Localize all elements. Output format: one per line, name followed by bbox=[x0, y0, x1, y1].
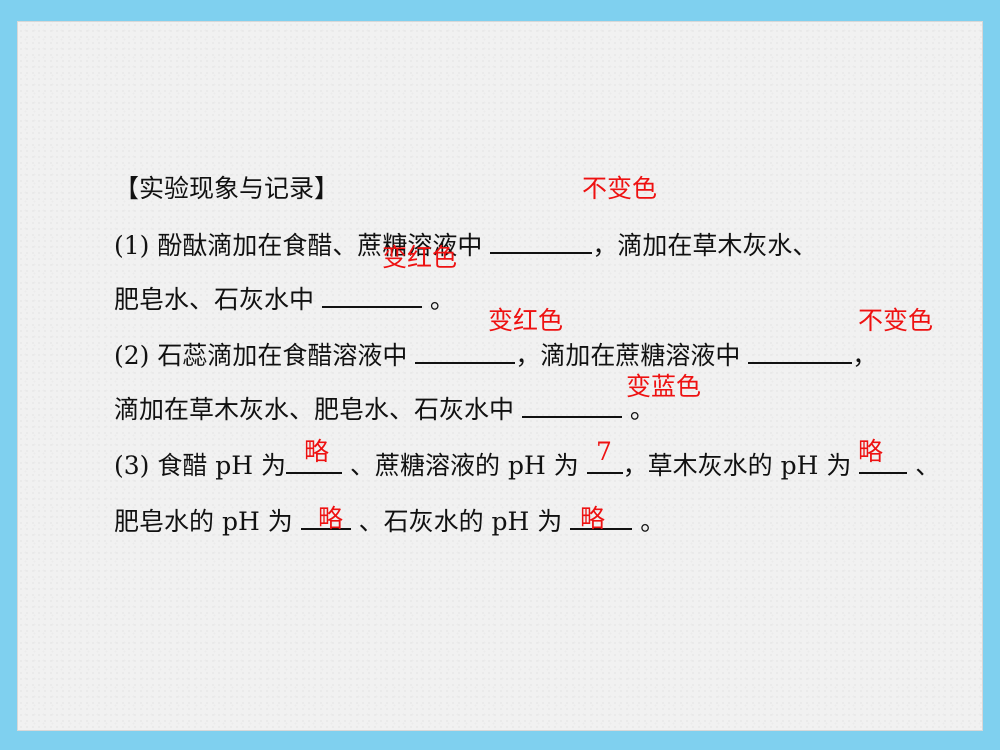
line-2-part-b: 。 bbox=[429, 285, 455, 314]
blank-10 bbox=[570, 506, 633, 530]
answer-9: 略 bbox=[318, 504, 344, 533]
line-5-part-a: (3) 食醋 pH 为 bbox=[114, 451, 287, 480]
line-4-part-a: 滴加在草木灰水、肥皂水、石灰水中 bbox=[114, 395, 515, 424]
blank-9 bbox=[300, 506, 351, 530]
slide bbox=[18, 22, 982, 730]
blank-3 bbox=[415, 340, 516, 364]
answer-8: 略 bbox=[858, 437, 884, 466]
line-6-part-b: 、石灰水的 pH 为 bbox=[358, 507, 563, 536]
section-title: 【实验现象与记录】 bbox=[114, 174, 340, 203]
line-5-part-d: 、 bbox=[915, 451, 941, 480]
line-2-part-a: 肥皂水、石灰水中 bbox=[114, 285, 315, 314]
text-line-3: (2) 石蕊滴加在食醋溶液中 ，滴加在蔗糖溶液中 ， bbox=[114, 340, 877, 371]
answer-6: 略 bbox=[304, 437, 330, 466]
line-4-part-b: 。 bbox=[629, 395, 655, 424]
answer-5: 变蓝色 bbox=[626, 372, 702, 401]
line-1-part-a: (1) 酚酞滴加在食醋、蔗糖溶液中 bbox=[114, 231, 483, 260]
line-3-part-b: ，滴加在蔗糖溶液中 bbox=[515, 341, 741, 370]
answer-10: 略 bbox=[580, 504, 606, 533]
blank-7 bbox=[586, 450, 623, 474]
blank-6 bbox=[286, 450, 343, 474]
line-1-part-b: ，滴加在草木灰水、 bbox=[592, 231, 818, 260]
blank-8 bbox=[859, 450, 908, 474]
blank-1 bbox=[490, 230, 593, 254]
line-5-part-b: 、蔗糖溶液的 pH 为 bbox=[350, 451, 579, 480]
line-3-part-a: (2) 石蕊滴加在食醋溶液中 bbox=[114, 341, 408, 370]
text-line-1: (1) 酚酞滴加在食醋、蔗糖溶液中 ，滴加在草木灰水、 bbox=[114, 230, 817, 261]
text-line-6: 肥皂水的 pH 为 、石灰水的 pH 为 。 bbox=[114, 506, 665, 537]
line-6-part-a: 肥皂水的 pH 为 bbox=[114, 507, 293, 536]
blank-4 bbox=[748, 340, 853, 364]
line-3-part-c: ， bbox=[852, 341, 878, 370]
text-line-2: 肥皂水、石灰水中 。 bbox=[114, 284, 455, 315]
answer-2: 变红色 bbox=[382, 243, 458, 272]
answer-7: 7 bbox=[596, 437, 612, 466]
text-line-4: 滴加在草木灰水、肥皂水、石灰水中 。 bbox=[114, 394, 655, 425]
blank-2 bbox=[321, 284, 422, 308]
blank-5 bbox=[521, 394, 622, 418]
answer-1: 不变色 bbox=[582, 174, 658, 203]
answer-4: 不变色 bbox=[858, 306, 934, 335]
line-6-part-c: 。 bbox=[640, 507, 666, 536]
line-5-part-c: ，草木灰水的 pH 为 bbox=[622, 451, 852, 480]
text-line-5: (3) 食醋 pH 为 、蔗糖溶液的 pH 为 ，草木灰水的 pH 为 、 bbox=[114, 450, 940, 481]
answer-3: 变红色 bbox=[488, 306, 564, 335]
